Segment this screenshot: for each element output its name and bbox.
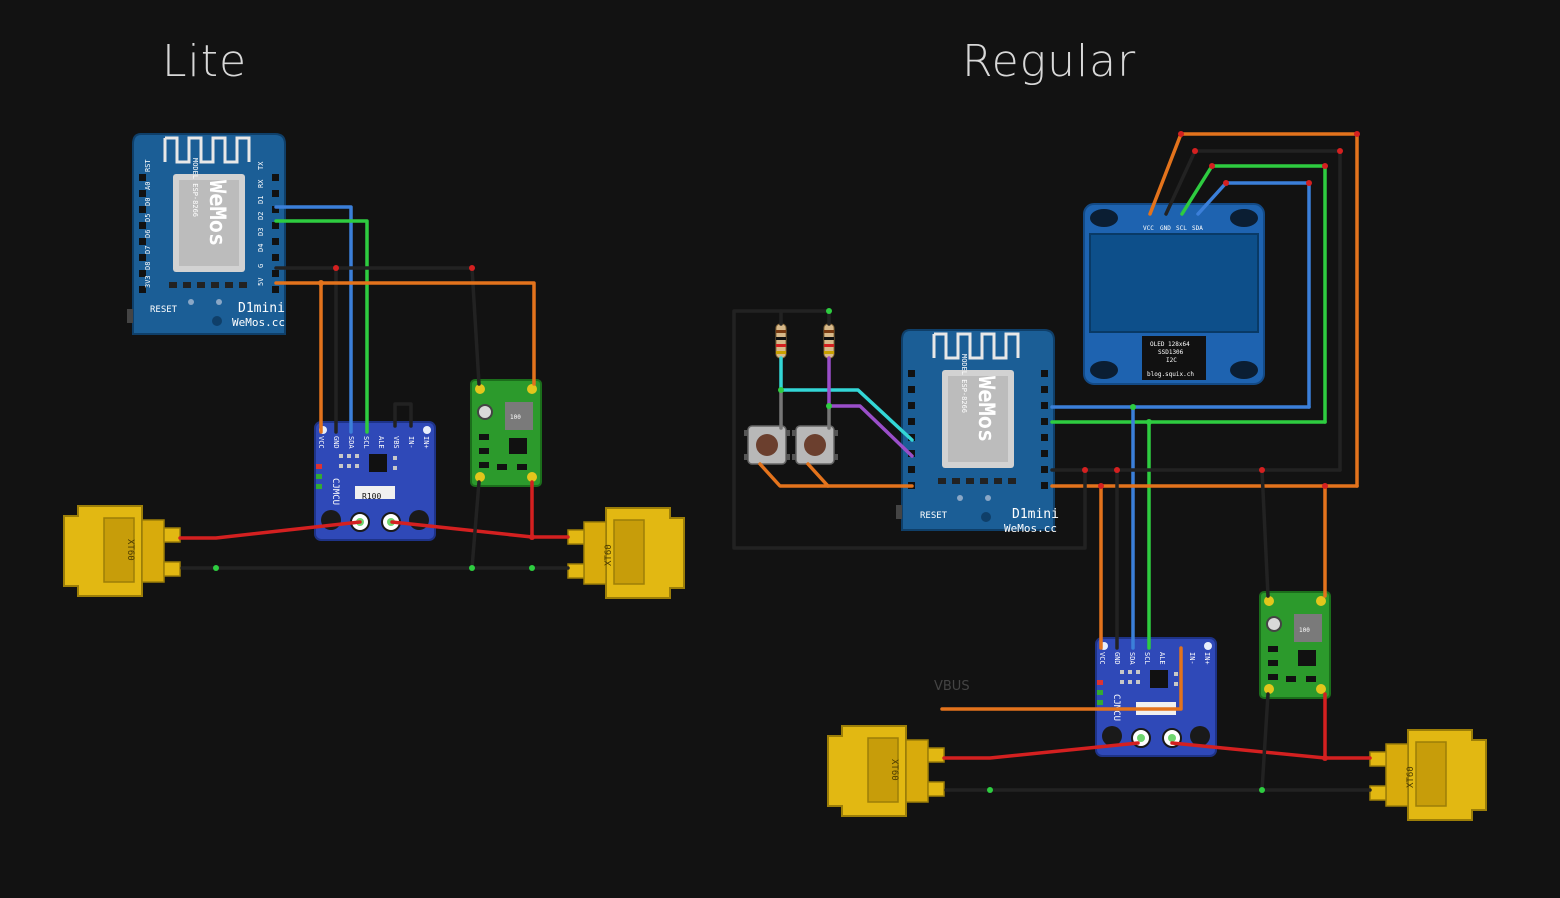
ina-pin-2: SDA — [347, 436, 355, 449]
lite-title: Lite — [162, 36, 248, 87]
ina-pin-6: IN- — [407, 436, 415, 449]
regular-xt60-right-label: XT60 — [1406, 766, 1416, 788]
wemos-left-pin-6: D8 — [144, 262, 152, 270]
ina2-pin-6: IN- — [1188, 652, 1196, 665]
oled-spec-1: SSD1306 — [1158, 349, 1184, 356]
lite-ina-labels: VCC GND SDA SCL ALE VBS IN- IN+ CJMCU R1… — [317, 436, 430, 505]
regular-wemos-labels: MODEL ESP-8266 WeMos RESET D1mini WeMos.… — [920, 354, 1059, 535]
regular-xt60-left-label: XT60 — [889, 759, 899, 781]
oled-spec-2: I2C — [1166, 357, 1177, 364]
regular-circuit: VCC GND SCL SDA OLED 128x64 SSD1306 I2C … — [732, 131, 1487, 821]
oled-spec-0: OLED 128x64 — [1150, 341, 1190, 348]
vbus-annotation: VBUS — [934, 679, 970, 694]
wemos-url-2: WeMos.cc — [1004, 522, 1057, 535]
wemos-right-pin-6: G — [257, 264, 265, 268]
wemos-url: WeMos.cc — [232, 316, 285, 329]
regular-wires — [732, 132, 1372, 792]
regular-wire-joints — [778, 131, 1360, 793]
wemos-logo-2: WeMos — [973, 376, 998, 442]
wemos-model-2: MODEL ESP-8266 — [960, 354, 968, 413]
wemos-right-pin-4: D3 — [257, 228, 265, 236]
wemos-model: MODEL ESP-8266 — [191, 158, 199, 217]
wemos-name-2: D1mini — [1012, 507, 1059, 522]
lite-buck-code: 100 — [510, 414, 521, 421]
ina2-pin-4: ALE — [1158, 652, 1166, 665]
wemos-left-pin-1: A0 — [144, 182, 152, 190]
wemos-logo: WeMos — [204, 180, 229, 246]
oled-pin-2: SCL — [1176, 225, 1187, 232]
ina-pin-7: IN+ — [422, 436, 430, 449]
wemos-left-pin-2: D0 — [144, 198, 152, 206]
oled-url: blog.squix.ch — [1147, 371, 1194, 378]
oled-pin-0: VCC — [1143, 225, 1154, 232]
wemos-left-pin-4: D6 — [144, 230, 152, 238]
wemos-name: D1mini — [238, 301, 285, 316]
oled-labels: VCC GND SCL SDA OLED 128x64 SSD1306 I2C … — [1143, 225, 1203, 378]
wemos-right-pin-3: D2 — [257, 212, 265, 220]
wemos-right-pin-0: TX — [257, 161, 265, 170]
ina-resistor: R100 — [362, 492, 381, 501]
wemos-right-pin-7: 5V — [257, 277, 265, 286]
wemos-left-pin-7: 3V3 — [144, 275, 152, 288]
lite-wemos-labels: MODEL ESP-8266 WeMos RESET D1mini WeMos.… — [144, 158, 285, 329]
ina2-pin-2: SDA — [1128, 652, 1136, 665]
ina-pin-4: ALE — [377, 436, 385, 449]
ina-pin-3: SCL — [362, 436, 370, 449]
oled-pin-1: GND — [1160, 225, 1171, 232]
ina-pin-0: VCC — [317, 436, 325, 449]
wemos-left-pin-0: RST — [144, 159, 152, 172]
lite-circuit: MODEL ESP-8266 WeMos RESET D1mini WeMos.… — [63, 132, 685, 599]
ina2-pin-0: VCC — [1098, 652, 1106, 665]
ina-pin-5: VBS — [392, 436, 400, 449]
wemos-reset-label: RESET — [150, 305, 178, 315]
wemos-right-pin-5: D4 — [257, 244, 265, 252]
wemos-reset-label-2: RESET — [920, 511, 948, 521]
ina2-pin-3: SCL — [1143, 652, 1151, 665]
wemos-left-pin-3: D5 — [144, 214, 152, 222]
regular-title: Regular — [962, 36, 1137, 87]
lite-wire-joints — [213, 265, 535, 571]
ina2-pin-7: IN+ — [1203, 652, 1211, 665]
lite-ina-jumper — [393, 402, 413, 428]
ina-pin-1: GND — [332, 436, 340, 449]
regular-buck-code: 100 — [1299, 627, 1310, 634]
wemos-right-pin-1: RX — [257, 179, 265, 188]
ina2-pin-1: GND — [1113, 652, 1121, 665]
lite-xt60-left-label: XT60 — [125, 539, 135, 561]
wemos-right-pin-2: D1 — [257, 196, 265, 204]
ina-brand: CJMCU — [330, 478, 340, 505]
wemos-left-pin-5: D7 — [144, 246, 152, 254]
lite-xt60-right-label: XT60 — [604, 544, 614, 566]
oled-pin-3: SDA — [1192, 225, 1203, 232]
